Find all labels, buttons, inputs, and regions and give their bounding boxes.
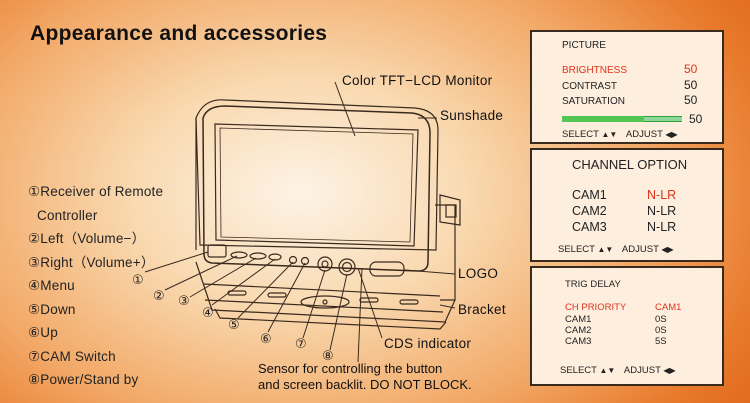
- callout-number-2: ②: [153, 289, 165, 304]
- sensor-note-line2: and screen backlit. DO NOT BLOCK.: [258, 377, 472, 392]
- trig-row-cam: CAM2: [565, 325, 592, 336]
- trig-row-cam: CAM3: [565, 336, 592, 347]
- channel-row-cam: CAM1: [572, 188, 607, 202]
- channel-row-cam: CAM2: [572, 204, 607, 218]
- trig-row-delay: 5S: [655, 336, 667, 347]
- ch-priority-value: CAM1: [655, 302, 682, 313]
- leftright-arrow-icon: ◀▶: [665, 130, 678, 139]
- picture-menu-title: PICTURE: [562, 40, 606, 51]
- ch-priority-label: CH PRIORITY: [565, 302, 627, 313]
- channel-row-mode: N-LR: [647, 188, 677, 202]
- contrast-value: 50: [684, 78, 698, 92]
- level-bar: [562, 116, 682, 122]
- callout-cds: CDS indicator: [384, 336, 472, 351]
- legend-item-down: ⑤Down: [28, 301, 76, 317]
- saturation-value: 50: [684, 93, 698, 107]
- brightness-value: 50: [684, 62, 698, 76]
- callout-number-7: ⑦: [295, 337, 307, 352]
- channel-row-cam: CAM3: [572, 220, 607, 234]
- channel-row-mode: N-LR: [647, 220, 677, 234]
- adjust-label: ADJUST: [623, 365, 661, 376]
- sensor-note: Sensor for controlling the button and sc…: [258, 361, 472, 393]
- leftright-arrow-icon: ◀▶: [661, 245, 674, 254]
- updown-arrow-icon: ▲▼: [599, 366, 616, 375]
- legend-item-menu: ④Menu: [28, 278, 75, 293]
- legend-item-receiver: ①Receiver of Remote: [28, 184, 164, 199]
- channel-menu-title: CHANNEL OPTION: [572, 157, 688, 172]
- callout-number-6: ⑥: [260, 332, 272, 347]
- brightness-label: BRIGHTNESS: [562, 65, 628, 76]
- legend-item-right: ③Right（Volume+）: [28, 254, 155, 270]
- legend-item-cam-switch: ⑦CAM Switch: [28, 348, 116, 364]
- callout-number-8: ⑧: [322, 349, 334, 364]
- level-bar-fill: [562, 116, 644, 122]
- channel-nav-hint: SELECT ▲▼ ADJUST ◀▶: [558, 244, 674, 255]
- callout-logo: LOGO: [458, 266, 499, 281]
- callout-number-4: ④: [202, 306, 214, 321]
- channel-menu-panel: CHANNEL OPTION CAM1 N-LR CAM2 N-LR CAM3 …: [530, 148, 724, 262]
- adjust-label: ADJUST: [621, 244, 659, 255]
- callout-monitor: Color TFT−LCD Monitor: [342, 73, 493, 88]
- trig-row-cam: CAM1: [565, 314, 592, 325]
- picture-nav-hint: SELECT ▲▼ ADJUST ◀▶: [562, 129, 678, 140]
- leftright-arrow-icon: ◀▶: [663, 366, 676, 375]
- trig-row-delay: 0S: [655, 325, 667, 336]
- updown-arrow-icon: ▲▼: [601, 130, 618, 139]
- sensor-note-line1: Sensor for controlling the button: [258, 361, 443, 376]
- legend-item-up: ⑥Up: [28, 325, 58, 340]
- select-label: SELECT: [562, 129, 599, 140]
- level-bar-value: 50: [689, 112, 703, 126]
- callout-number-3: ③: [178, 294, 190, 309]
- legend-item-left: ②Left（Volume−）: [28, 231, 146, 246]
- select-label: SELECT: [560, 365, 597, 376]
- picture-menu-panel: PICTURE BRIGHTNESS 50 CONTRAST 50 SATURA…: [530, 30, 724, 144]
- legend-item-power: ⑧Power/Stand by: [28, 372, 139, 387]
- select-label: SELECT: [558, 244, 595, 255]
- trig-row-delay: 0S: [655, 314, 667, 325]
- adjust-label: ADJUST: [625, 129, 663, 140]
- callout-number-1: ①: [132, 273, 144, 288]
- callout-number-5: ⑤: [228, 318, 240, 333]
- callout-bracket: Bracket: [458, 302, 506, 317]
- contrast-label: CONTRAST: [562, 81, 617, 92]
- saturation-label: SATURATION: [562, 96, 625, 107]
- channel-row-mode: N-LR: [647, 204, 677, 218]
- button-legend: ①Receiver of Remote Controller ②Left（Vol…: [28, 180, 163, 392]
- callout-sunshade: Sunshade: [440, 108, 504, 123]
- updown-arrow-icon: ▲▼: [597, 245, 614, 254]
- level-bar-rest: [643, 117, 682, 121]
- trig-nav-hint: SELECT ▲▼ ADJUST ◀▶: [560, 365, 676, 376]
- trig-menu-panel: TRIG DELAY CH PRIORITY CAM1 CAM1 0S CAM2…: [530, 266, 724, 386]
- trig-menu-title: TRIG DELAY: [565, 279, 621, 290]
- page-title: Appearance and accessories: [30, 22, 328, 45]
- legend-item-receiver-cont: Controller: [37, 207, 98, 223]
